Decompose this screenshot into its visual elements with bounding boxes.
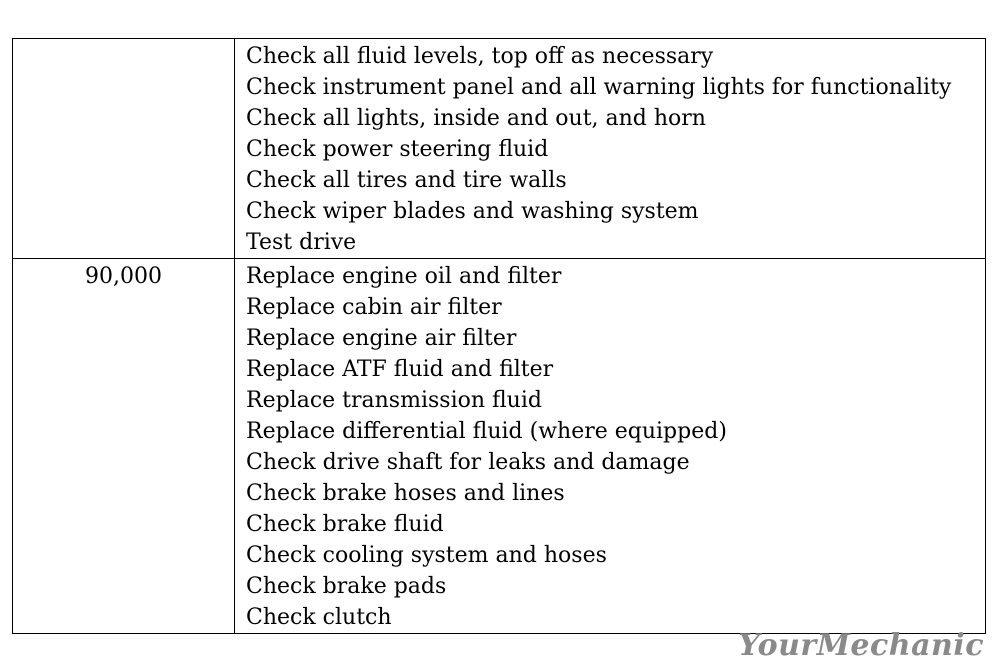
task-list: Replace engine oil and filter Replace ca… bbox=[246, 259, 985, 633]
task-item: Check brake pads bbox=[246, 574, 447, 599]
task-item: Check all fluid levels, top off as neces… bbox=[246, 44, 714, 69]
mileage-cell bbox=[12, 38, 235, 259]
task-item: Replace engine oil and filter bbox=[246, 264, 562, 289]
yourmechanic-watermark-logo: YourMechanic bbox=[738, 628, 984, 663]
task-item: Check all tires and tire walls bbox=[246, 168, 567, 193]
task-item: Replace transmission fluid bbox=[246, 388, 542, 413]
task-list: Check all fluid levels, top off as neces… bbox=[246, 39, 985, 258]
task-item: Check clutch bbox=[246, 605, 392, 630]
mileage-cell: 90,000 bbox=[12, 258, 235, 634]
task-item: Replace engine air filter bbox=[246, 326, 517, 351]
schedule-row: Check all fluid levels, top off as neces… bbox=[12, 38, 986, 259]
maintenance-schedule-table: Check all fluid levels, top off as neces… bbox=[12, 38, 986, 634]
task-item: Check brake fluid bbox=[246, 512, 444, 537]
task-item: Check wiper blades and washing system bbox=[246, 199, 699, 224]
schedule-row: 90,000 Replace engine oil and filter Rep… bbox=[12, 258, 986, 634]
task-item: Check all lights, inside and out, and ho… bbox=[246, 106, 706, 131]
task-item: Replace differential fluid (where equipp… bbox=[246, 419, 727, 444]
task-item: Check instrument panel and all warning l… bbox=[246, 75, 952, 100]
tasks-cell: Replace engine oil and filter Replace ca… bbox=[234, 258, 986, 634]
task-item: Check cooling system and hoses bbox=[246, 543, 607, 568]
task-item: Check power steering fluid bbox=[246, 137, 549, 162]
task-item: Replace cabin air filter bbox=[246, 295, 502, 320]
task-item: Check drive shaft for leaks and damage bbox=[246, 450, 690, 475]
task-item: Check brake hoses and lines bbox=[246, 481, 565, 506]
task-item: Test drive bbox=[246, 230, 357, 255]
tasks-cell: Check all fluid levels, top off as neces… bbox=[234, 38, 986, 259]
task-item: Replace ATF fluid and filter bbox=[246, 357, 554, 382]
